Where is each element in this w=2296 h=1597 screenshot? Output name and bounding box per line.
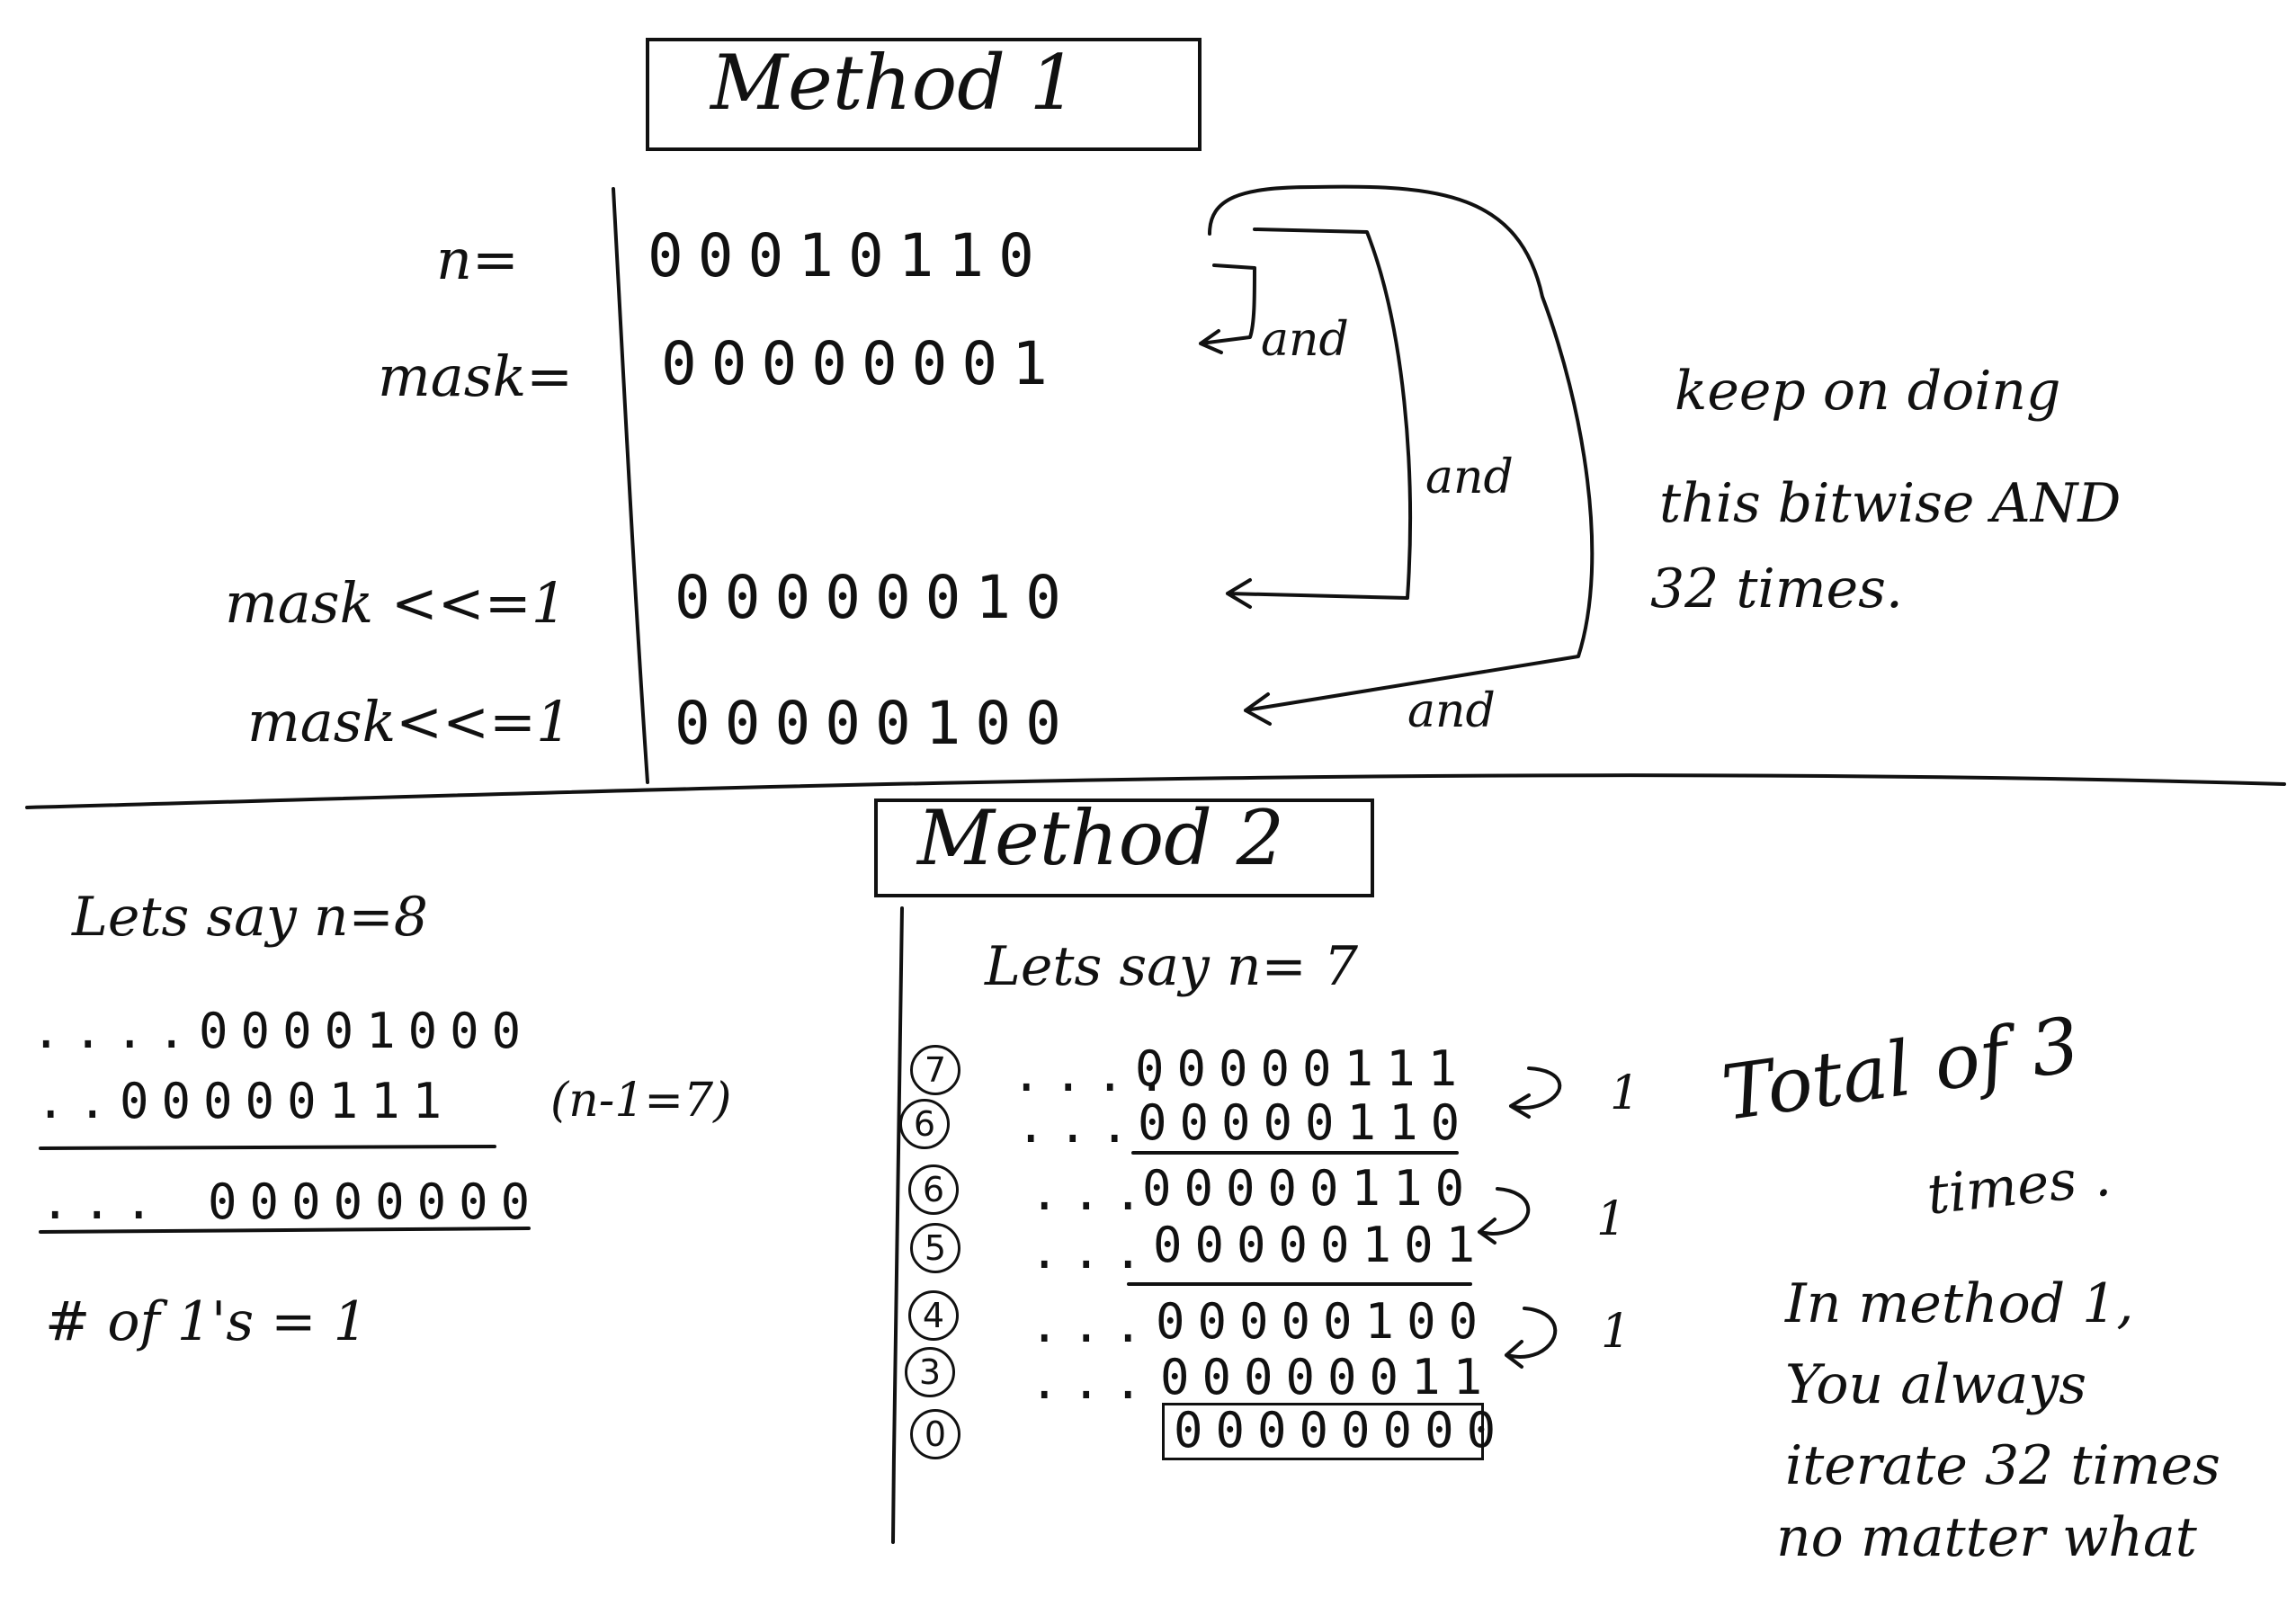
circle-number: 0: [910, 1409, 960, 1459]
comparison-line-2: You always: [1785, 1353, 2087, 1416]
right-row-bits: 00000110: [1138, 1094, 1473, 1151]
method2-vertical-divider: [891, 906, 904, 1544]
row-bits-mask-shift-2: 00000100: [675, 689, 1076, 758]
left-intro: Lets say n=8: [72, 886, 428, 949]
method1-note-line-3: 32 times.: [1650, 558, 1903, 620]
left-count: # of 1's = 1: [45, 1290, 368, 1353]
circle-number: 6: [899, 1099, 950, 1149]
step-count: 1: [1610, 1066, 1640, 1120]
circle-number: 6: [908, 1164, 959, 1215]
row-label-mask-shift-1: mask <<=1: [225, 570, 567, 636]
left-result-line: [39, 1227, 531, 1234]
right-intro: Lets say n= 7: [985, 935, 1359, 998]
right-row-bits: 00000101: [1153, 1217, 1488, 1273]
left-line-2: ..00000111: [36, 1073, 455, 1129]
row-bits-mask: 00000001: [661, 329, 1062, 398]
row-bits-mask-shift-1: 00000010: [675, 563, 1076, 632]
method1-note-line-1: keep on doing: [1675, 360, 2061, 423]
row-label-n: n=: [436, 227, 519, 292]
step-count: 1: [1596, 1192, 1627, 1246]
circle-number: 5: [910, 1223, 960, 1273]
method2-title-box: [874, 798, 1374, 897]
right-arrow-2: [1478, 1187, 1531, 1245]
circle-number: 4: [908, 1290, 959, 1341]
comparison-line-4: no matter what: [1776, 1506, 2197, 1569]
method1-title: Method 1: [710, 39, 1078, 127]
right-row-bits: 00000000: [1174, 1402, 1509, 1459]
right-row-bits: 00000110: [1142, 1160, 1478, 1217]
right-row-bits: 00000100: [1156, 1293, 1491, 1350]
step-count: 1: [1601, 1305, 1631, 1359]
arrow-and-2: [1226, 228, 1412, 609]
right-row-prefix: ...: [1030, 1223, 1156, 1280]
right-row-prefix: ...: [1030, 1297, 1156, 1353]
method1-vertical-divider: [612, 187, 649, 784]
comparison-line-1: In method 1,: [1785, 1272, 2134, 1335]
row-bits-n: 00010110: [648, 221, 1049, 290]
and-label-3: and: [1407, 684, 1496, 738]
row-label-mask-shift-2: mask<<=1: [247, 689, 572, 754]
left-sum-line: [39, 1145, 496, 1150]
method2-title: Method 2: [917, 794, 1285, 882]
right-row-prefix: ....: [1012, 1046, 1180, 1102]
right-row-bits: 00000011: [1160, 1349, 1496, 1405]
row-label-mask: mask=: [378, 343, 574, 409]
arrow-and-3: [1208, 184, 1595, 726]
arrow-and-1: [1199, 263, 1256, 354]
page-horizontal-divider: [25, 773, 2286, 809]
left-result: ... 00000000: [40, 1173, 543, 1230]
right-row-prefix: ...: [1030, 1353, 1156, 1410]
method1-title-box: [646, 38, 1202, 151]
right-row-prefix: ...: [1016, 1097, 1142, 1154]
right-arrow-1: [1509, 1066, 1562, 1119]
method1-note-line-2: this bitwise AND: [1659, 472, 2122, 535]
and-label-2: and: [1425, 451, 1514, 504]
left-line-2-note: (n-1=7): [550, 1074, 732, 1128]
circle-number: 3: [905, 1347, 955, 1397]
left-line-1: ....00001000: [31, 1003, 534, 1059]
circle-number: 7: [910, 1045, 960, 1095]
final-result-box: [1162, 1403, 1484, 1460]
comparison-line-3: iterate 32 times: [1785, 1434, 2220, 1497]
right-arrow-3: [1505, 1307, 1558, 1369]
and-label-1: and: [1261, 313, 1349, 367]
right-row-bits: 00000111: [1135, 1040, 1470, 1097]
right-row-prefix: ...: [1030, 1164, 1156, 1221]
